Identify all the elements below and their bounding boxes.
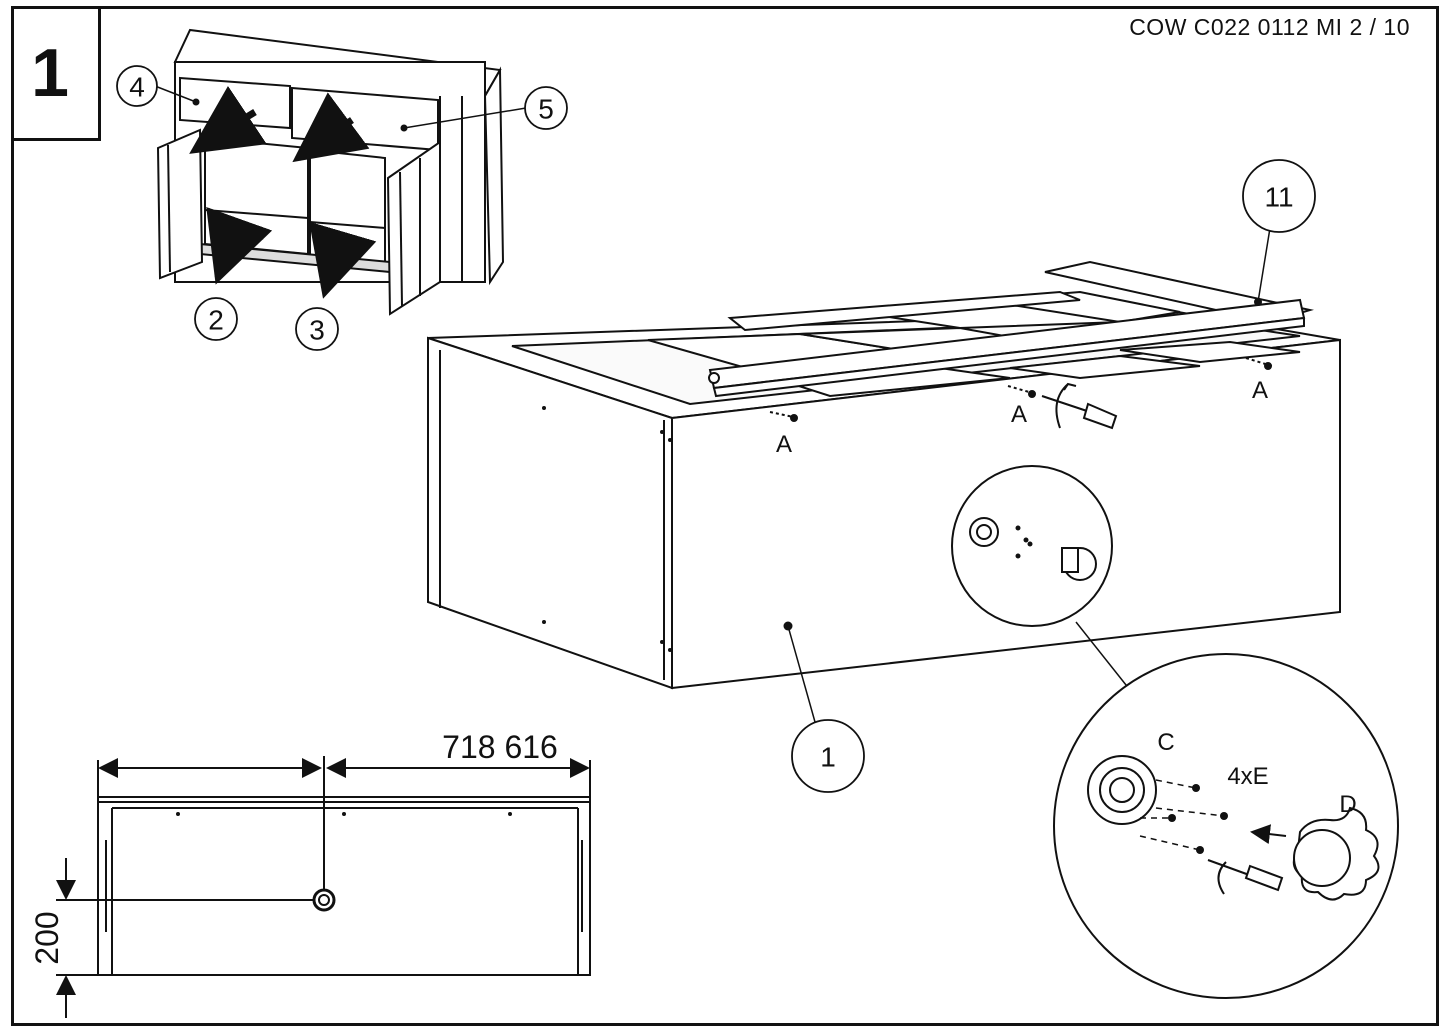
- door-left: [156, 128, 204, 280]
- label-d: D: [1339, 791, 1356, 818]
- label-c: C: [1157, 729, 1174, 756]
- detail-circle-large: [1053, 653, 1399, 999]
- removal-arrows: [189, 85, 377, 299]
- detail-circle-small: [951, 465, 1113, 627]
- callout-11: 11: [1264, 182, 1293, 213]
- screw-markers: [769, 357, 1273, 422]
- dimension-drawing: [56, 756, 591, 1018]
- callout-2: 2: [208, 305, 224, 336]
- callout-1: 1: [820, 742, 836, 773]
- callout-5: 5: [538, 94, 554, 125]
- dimension-horizontal: 718 616: [442, 729, 558, 765]
- drawer-right: [291, 86, 439, 152]
- dimension-vertical: 200: [29, 911, 65, 964]
- label-a-middle: A: [1011, 401, 1027, 428]
- page-frame: [11, 6, 1439, 1026]
- label-a-left: A: [776, 431, 792, 458]
- document-code: COW C022 0112 MI 2 / 10: [1129, 14, 1410, 40]
- step-number: 1: [31, 35, 69, 111]
- callout-4: 4: [129, 72, 145, 103]
- label-4xe: 4xE: [1227, 763, 1268, 790]
- screwdriver-icon: [1041, 382, 1118, 430]
- callout-3: 3: [309, 315, 325, 346]
- step-number-box: 1: [11, 6, 101, 141]
- rail-11: [708, 298, 1306, 398]
- label-a-right: A: [1252, 377, 1268, 404]
